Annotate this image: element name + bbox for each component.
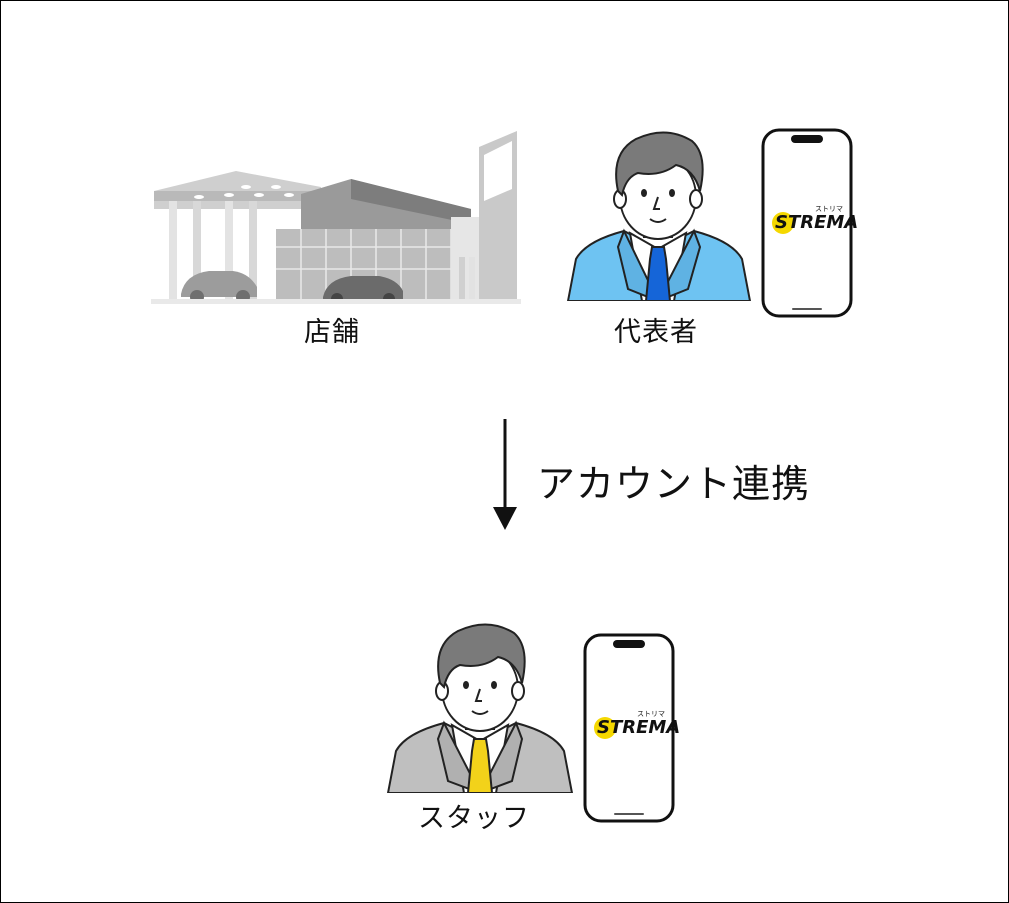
staff-person-icon (386, 623, 574, 793)
app-logo-text: STREMA (597, 717, 681, 738)
app-logo-text: STREMA (775, 212, 859, 233)
app-logo-kana: ストリマ (637, 710, 665, 718)
account-link-label: アカウント連携 (537, 462, 811, 506)
phone-icon (761, 128, 853, 318)
staff-label: スタッフ (418, 803, 530, 834)
down-arrow-icon (493, 419, 517, 530)
representative-phone: STREMA ストリマ (761, 128, 858, 318)
representative-person-icon (566, 131, 752, 301)
staff-phone: STREMA ストリマ (583, 633, 680, 823)
phone-icon (583, 633, 675, 823)
app-logo-kana: ストリマ (815, 205, 843, 213)
store-building-icon (151, 131, 521, 304)
representative-label: 代表者 (614, 317, 698, 348)
store-label: 店舗 (304, 317, 360, 348)
